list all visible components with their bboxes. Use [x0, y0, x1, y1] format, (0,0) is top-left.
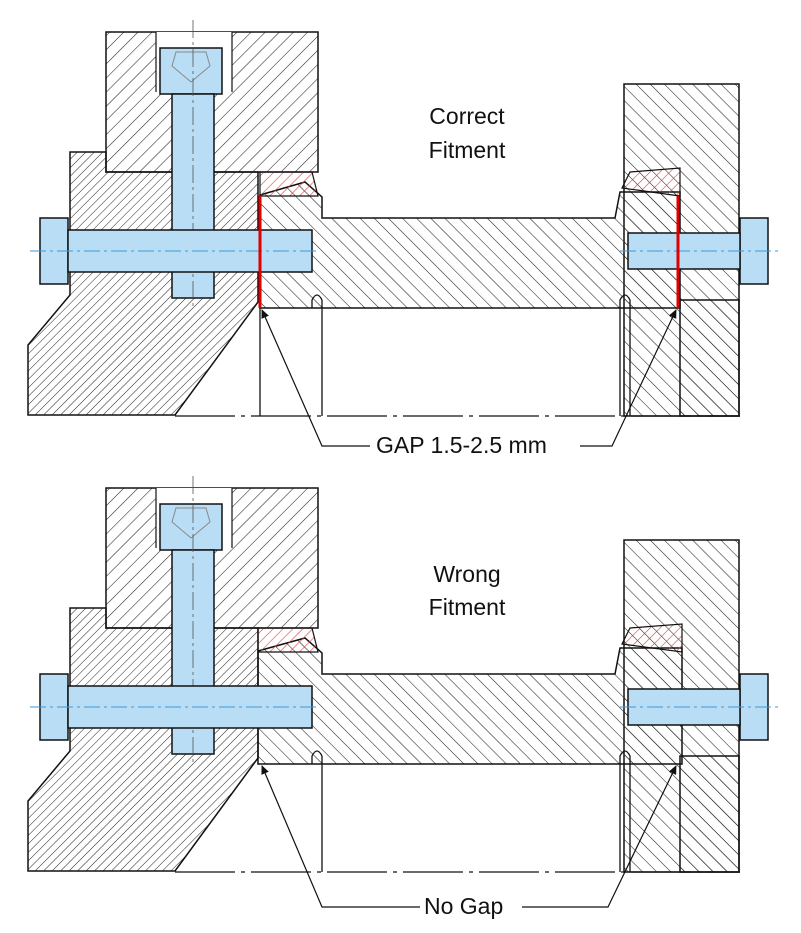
hex-bolt-icon — [30, 217, 320, 285]
spool-piece — [259, 181, 681, 309]
seal-ring-right — [621, 167, 681, 197]
spool-piece — [257, 637, 683, 765]
gap-highlight — [258, 196, 680, 308]
bore-lines — [175, 294, 740, 417]
bottom-title-line1: Wrong — [433, 561, 501, 587]
bottom-title-line2: Fitment — [428, 594, 506, 620]
seal-ring-right — [621, 623, 683, 653]
hex-bolt-right-icon — [620, 217, 778, 285]
top-title-line1: Correct — [429, 103, 505, 129]
bottom-assembly — [27, 476, 778, 908]
seal-ring-left — [257, 627, 319, 653]
bore-lines — [175, 750, 740, 873]
no-gap-leader-lines — [261, 765, 677, 908]
top-assembly — [27, 20, 778, 447]
hex-bolt-right-icon — [620, 673, 778, 741]
gap-leader-lines — [261, 309, 677, 447]
no-gap-callout: No Gap — [421, 895, 507, 918]
hex-bolt-icon — [30, 673, 320, 741]
top-title-line2: Fitment — [428, 137, 506, 163]
gap-callout: GAP 1.5-2.5 mm — [372, 434, 551, 457]
seal-ring-left — [259, 171, 319, 197]
